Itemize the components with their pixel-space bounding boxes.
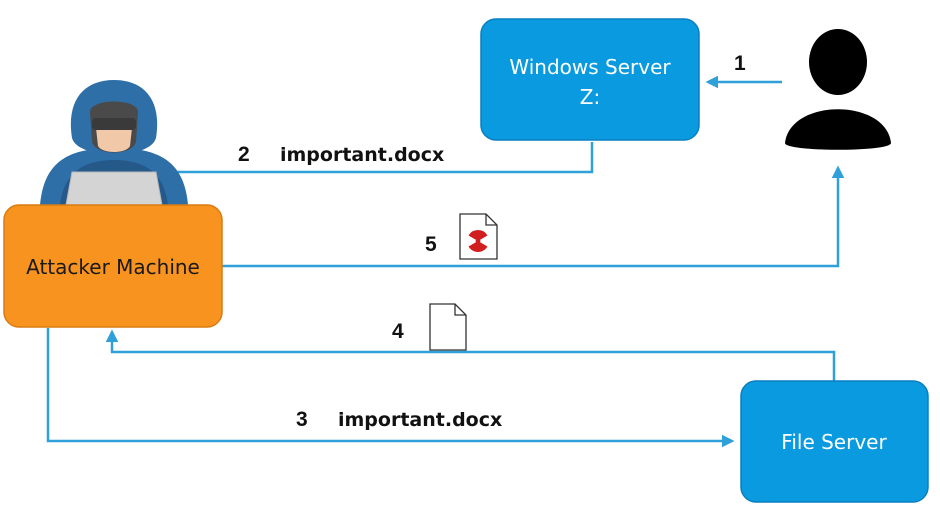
file-server-label: File Server xyxy=(781,430,887,454)
step-2-number: 2 xyxy=(238,143,250,166)
step-3-filename: important.docx xyxy=(338,409,502,431)
user-silhouette-icon xyxy=(785,29,891,150)
radioactive-document-icon xyxy=(459,213,498,260)
attacker-machine-label: Attacker Machine xyxy=(26,255,200,279)
file-server-node: File Server xyxy=(740,380,929,503)
windows-server-drive: Z: xyxy=(580,85,600,109)
windows-server-label: Windows Server xyxy=(509,55,671,79)
step-1-number: 1 xyxy=(734,52,746,75)
arrow-step-5 xyxy=(222,165,845,268)
hooded-hacker-icon xyxy=(40,80,188,206)
arrow-step-3 xyxy=(46,328,735,448)
document-icon xyxy=(429,303,467,351)
step-4-number: 4 xyxy=(392,320,404,343)
step-3-number: 3 xyxy=(296,408,308,431)
windows-server-node: Windows Server Z: xyxy=(480,18,700,141)
step-2-filename: important.docx xyxy=(280,144,444,166)
attacker-machine-node: Attacker Machine xyxy=(3,204,223,328)
arrow-step-4 xyxy=(105,329,836,381)
step-5-number: 5 xyxy=(425,233,437,256)
